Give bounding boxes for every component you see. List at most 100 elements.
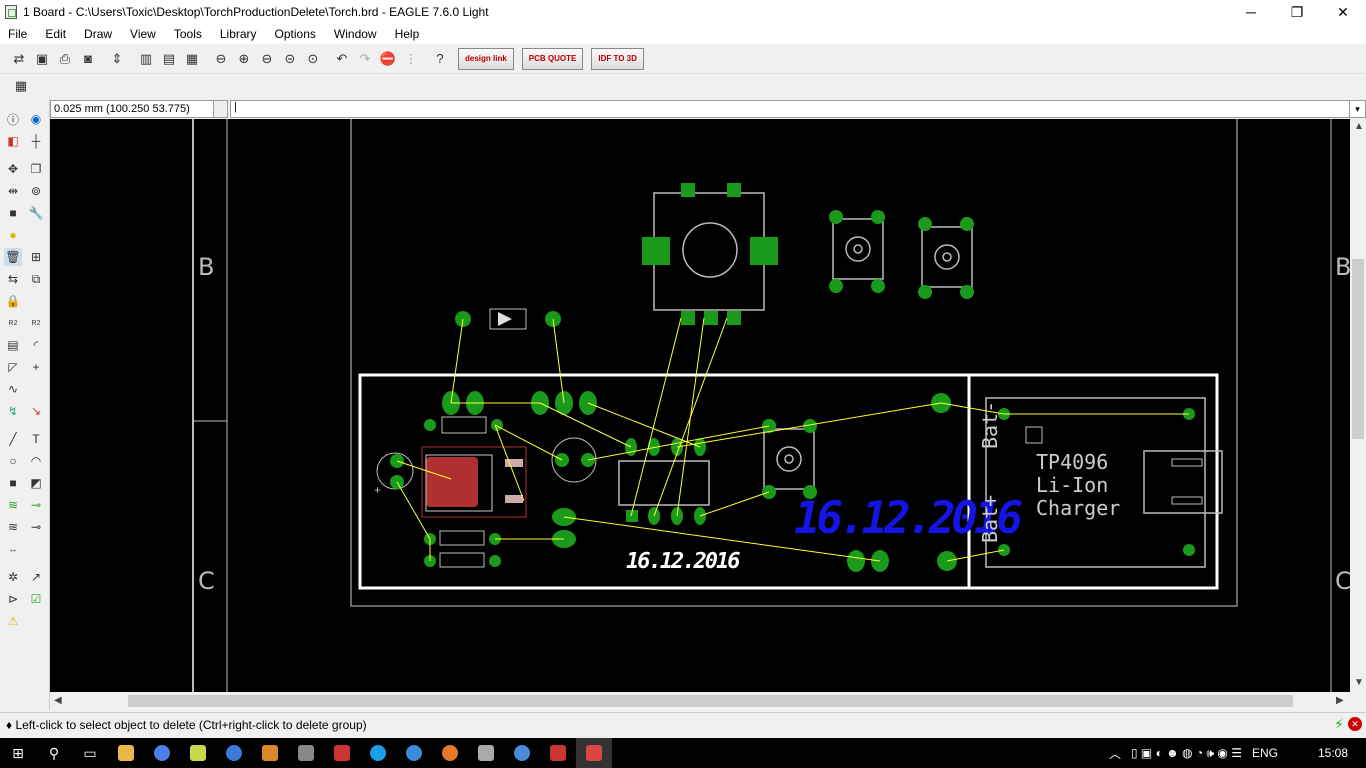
ratsnest-icon[interactable]: ✲ — [7, 570, 19, 584]
optimize-icon[interactable]: + — [32, 360, 40, 374]
zoom-select-icon[interactable]: ⊙ — [307, 50, 319, 66]
add-icon[interactable]: ⊞ — [30, 250, 42, 264]
split-icon[interactable]: ◸ — [8, 360, 18, 374]
grid-icon[interactable]: ▦ — [14, 78, 28, 93]
scroll-left-icon[interactable]: ◀ — [54, 695, 62, 706]
menu-library[interactable]: Library — [219, 27, 257, 41]
pcb-quote-button[interactable]: PCB QUOTE — [521, 47, 584, 70]
menu-tools[interactable]: Tools — [173, 27, 202, 41]
move-icon[interactable]: ✥ — [7, 162, 19, 176]
show-icon[interactable]: ◉ — [30, 112, 42, 126]
zoom-in-icon[interactable]: ⊕ — [238, 50, 250, 66]
calculator-icon[interactable] — [288, 738, 324, 768]
scroll-down-icon[interactable]: ▼ — [1354, 677, 1364, 688]
lock-group-icon[interactable]: ⧉ — [31, 271, 41, 286]
tray-icons[interactable]: ▯ ▣ ◐ ☻ ◍ ◔ 🕪 ◉ ☰ — [1130, 745, 1242, 760]
zoom-fit-icon[interactable]: ⊖ — [215, 50, 227, 66]
go-icon[interactable]: ⋮ — [404, 50, 418, 66]
horizontal-scroll-thumb[interactable] — [128, 695, 1293, 707]
file-explorer-icon[interactable] — [108, 738, 144, 768]
cam-icon[interactable]: ◙ — [84, 51, 92, 66]
scroll-up-icon[interactable]: ▲ — [1354, 121, 1364, 132]
menu-options[interactable]: Options — [274, 27, 316, 41]
rotate-icon[interactable]: ⊚ — [30, 184, 42, 198]
miter-icon[interactable]: ◜ — [33, 338, 39, 352]
app-icon-red[interactable] — [324, 738, 360, 768]
tray-clock[interactable]: 15:08 — [1317, 746, 1348, 760]
zoom-redraw-icon[interactable]: ⊝ — [284, 50, 296, 66]
eagle-taskbar-icon[interactable] — [576, 738, 612, 768]
command-input[interactable]: | — [230, 100, 1350, 118]
schematic-icon[interactable]: ▤ — [162, 50, 176, 66]
copy-icon[interactable]: ❐ — [30, 162, 42, 176]
stop-icon[interactable]: ⛔ — [379, 50, 397, 66]
windows-start-icon[interactable]: ⊞ — [12, 744, 24, 761]
change-icon[interactable]: 🔧 — [28, 206, 44, 220]
lock-icon[interactable]: 🔒 — [5, 294, 21, 308]
text-icon[interactable]: T — [32, 432, 40, 446]
go-status-icon[interactable]: ⚡ — [1334, 716, 1344, 732]
hole-icon[interactable]: ≋ — [7, 520, 19, 534]
group-icon[interactable]: ■ — [9, 206, 17, 220]
idf-to-3d-button[interactable]: IDF TO 3D — [591, 47, 644, 70]
board-canvas[interactable]: B C B C — [50, 119, 1350, 692]
undo-icon[interactable]: ↶ — [336, 50, 348, 66]
notepad-icon[interactable] — [180, 738, 216, 768]
command-history-dropdown[interactable]: ▾ — [1350, 100, 1366, 118]
dimension-icon[interactable]: ↔ — [8, 544, 18, 554]
polygon-icon[interactable]: ◩ — [30, 476, 42, 490]
mark-icon[interactable]: ┼ — [31, 134, 41, 148]
redo-icon[interactable]: ↷ — [359, 50, 371, 66]
zoom-out-icon[interactable]: ⊖ — [261, 50, 273, 66]
drc-icon[interactable]: ⊳ — [7, 592, 19, 606]
app-icon-orange[interactable] — [252, 738, 288, 768]
tray-up-icon[interactable]: ︿ — [1108, 746, 1121, 761]
tray-language[interactable]: ENG — [1251, 746, 1278, 760]
stop-status-icon[interactable]: ✕ — [1348, 717, 1362, 731]
app-icon-eagle-red[interactable] — [540, 738, 576, 768]
delete-icon[interactable]: 🗑 — [4, 248, 22, 266]
board-icon[interactable]: ▦ — [185, 50, 199, 66]
skype-icon[interactable] — [360, 738, 396, 768]
replace-icon[interactable]: ⇆ — [7, 272, 19, 286]
design-link-button[interactable]: design link — [458, 47, 514, 70]
wire-icon[interactable]: ╱ — [9, 432, 17, 446]
signal-icon[interactable]: ⊸ — [30, 498, 42, 512]
menu-edit[interactable]: Edit — [45, 27, 67, 41]
menu-window[interactable]: Window — [333, 27, 377, 41]
task-view-icon[interactable]: ▭ — [83, 744, 97, 761]
mirror-icon[interactable]: ⇹ — [7, 184, 19, 198]
errors-icon[interactable]: ⚠ — [7, 614, 19, 628]
circle-icon[interactable]: ○ — [9, 454, 17, 468]
menu-file[interactable]: File — [8, 27, 28, 41]
close-button[interactable]: ✕ — [1337, 3, 1349, 20]
app-icon-blue[interactable] — [216, 738, 252, 768]
ripup-icon[interactable]: ↘ — [30, 404, 42, 418]
display-icon[interactable]: ◧ — [7, 134, 19, 148]
vertical-scrollbar[interactable]: ▲ ▼ — [1350, 119, 1366, 692]
menu-draw[interactable]: Draw — [84, 27, 113, 41]
horizontal-scrollbar[interactable]: ◀ ▶ — [50, 692, 1350, 710]
firefox-icon[interactable] — [432, 738, 468, 768]
info-icon[interactable]: ⓘ — [6, 112, 19, 127]
open-icon[interactable]: ⇄ — [13, 50, 25, 66]
search-icon[interactable]: ⚲ — [48, 744, 60, 761]
vertical-scroll-thumb[interactable] — [1352, 259, 1364, 439]
ulp-icon[interactable]: ▥ — [139, 50, 153, 66]
menu-view[interactable]: View — [130, 27, 156, 41]
route-icon[interactable]: ↯ — [7, 404, 19, 418]
paste-icon[interactable]: ● — [9, 228, 17, 242]
attribute-icon[interactable]: ⊸ — [30, 520, 42, 534]
app-icon-moon[interactable] — [504, 738, 540, 768]
app-icon-gear[interactable] — [468, 738, 504, 768]
restore-button[interactable]: ❐ — [1290, 3, 1304, 20]
chrome-icon[interactable] — [144, 738, 180, 768]
meander-icon[interactable]: ∿ — [7, 382, 19, 396]
arc-icon[interactable]: ◠ — [30, 454, 42, 468]
help-icon[interactable]: ? — [436, 51, 444, 66]
menu-help[interactable]: Help — [394, 27, 420, 41]
script-icon[interactable]: ⇕ — [111, 50, 123, 66]
value-icon[interactable]: R2 — [31, 319, 41, 327]
scroll-right-icon[interactable]: ▶ — [1336, 695, 1344, 706]
via-icon[interactable]: ≋ — [7, 498, 19, 512]
